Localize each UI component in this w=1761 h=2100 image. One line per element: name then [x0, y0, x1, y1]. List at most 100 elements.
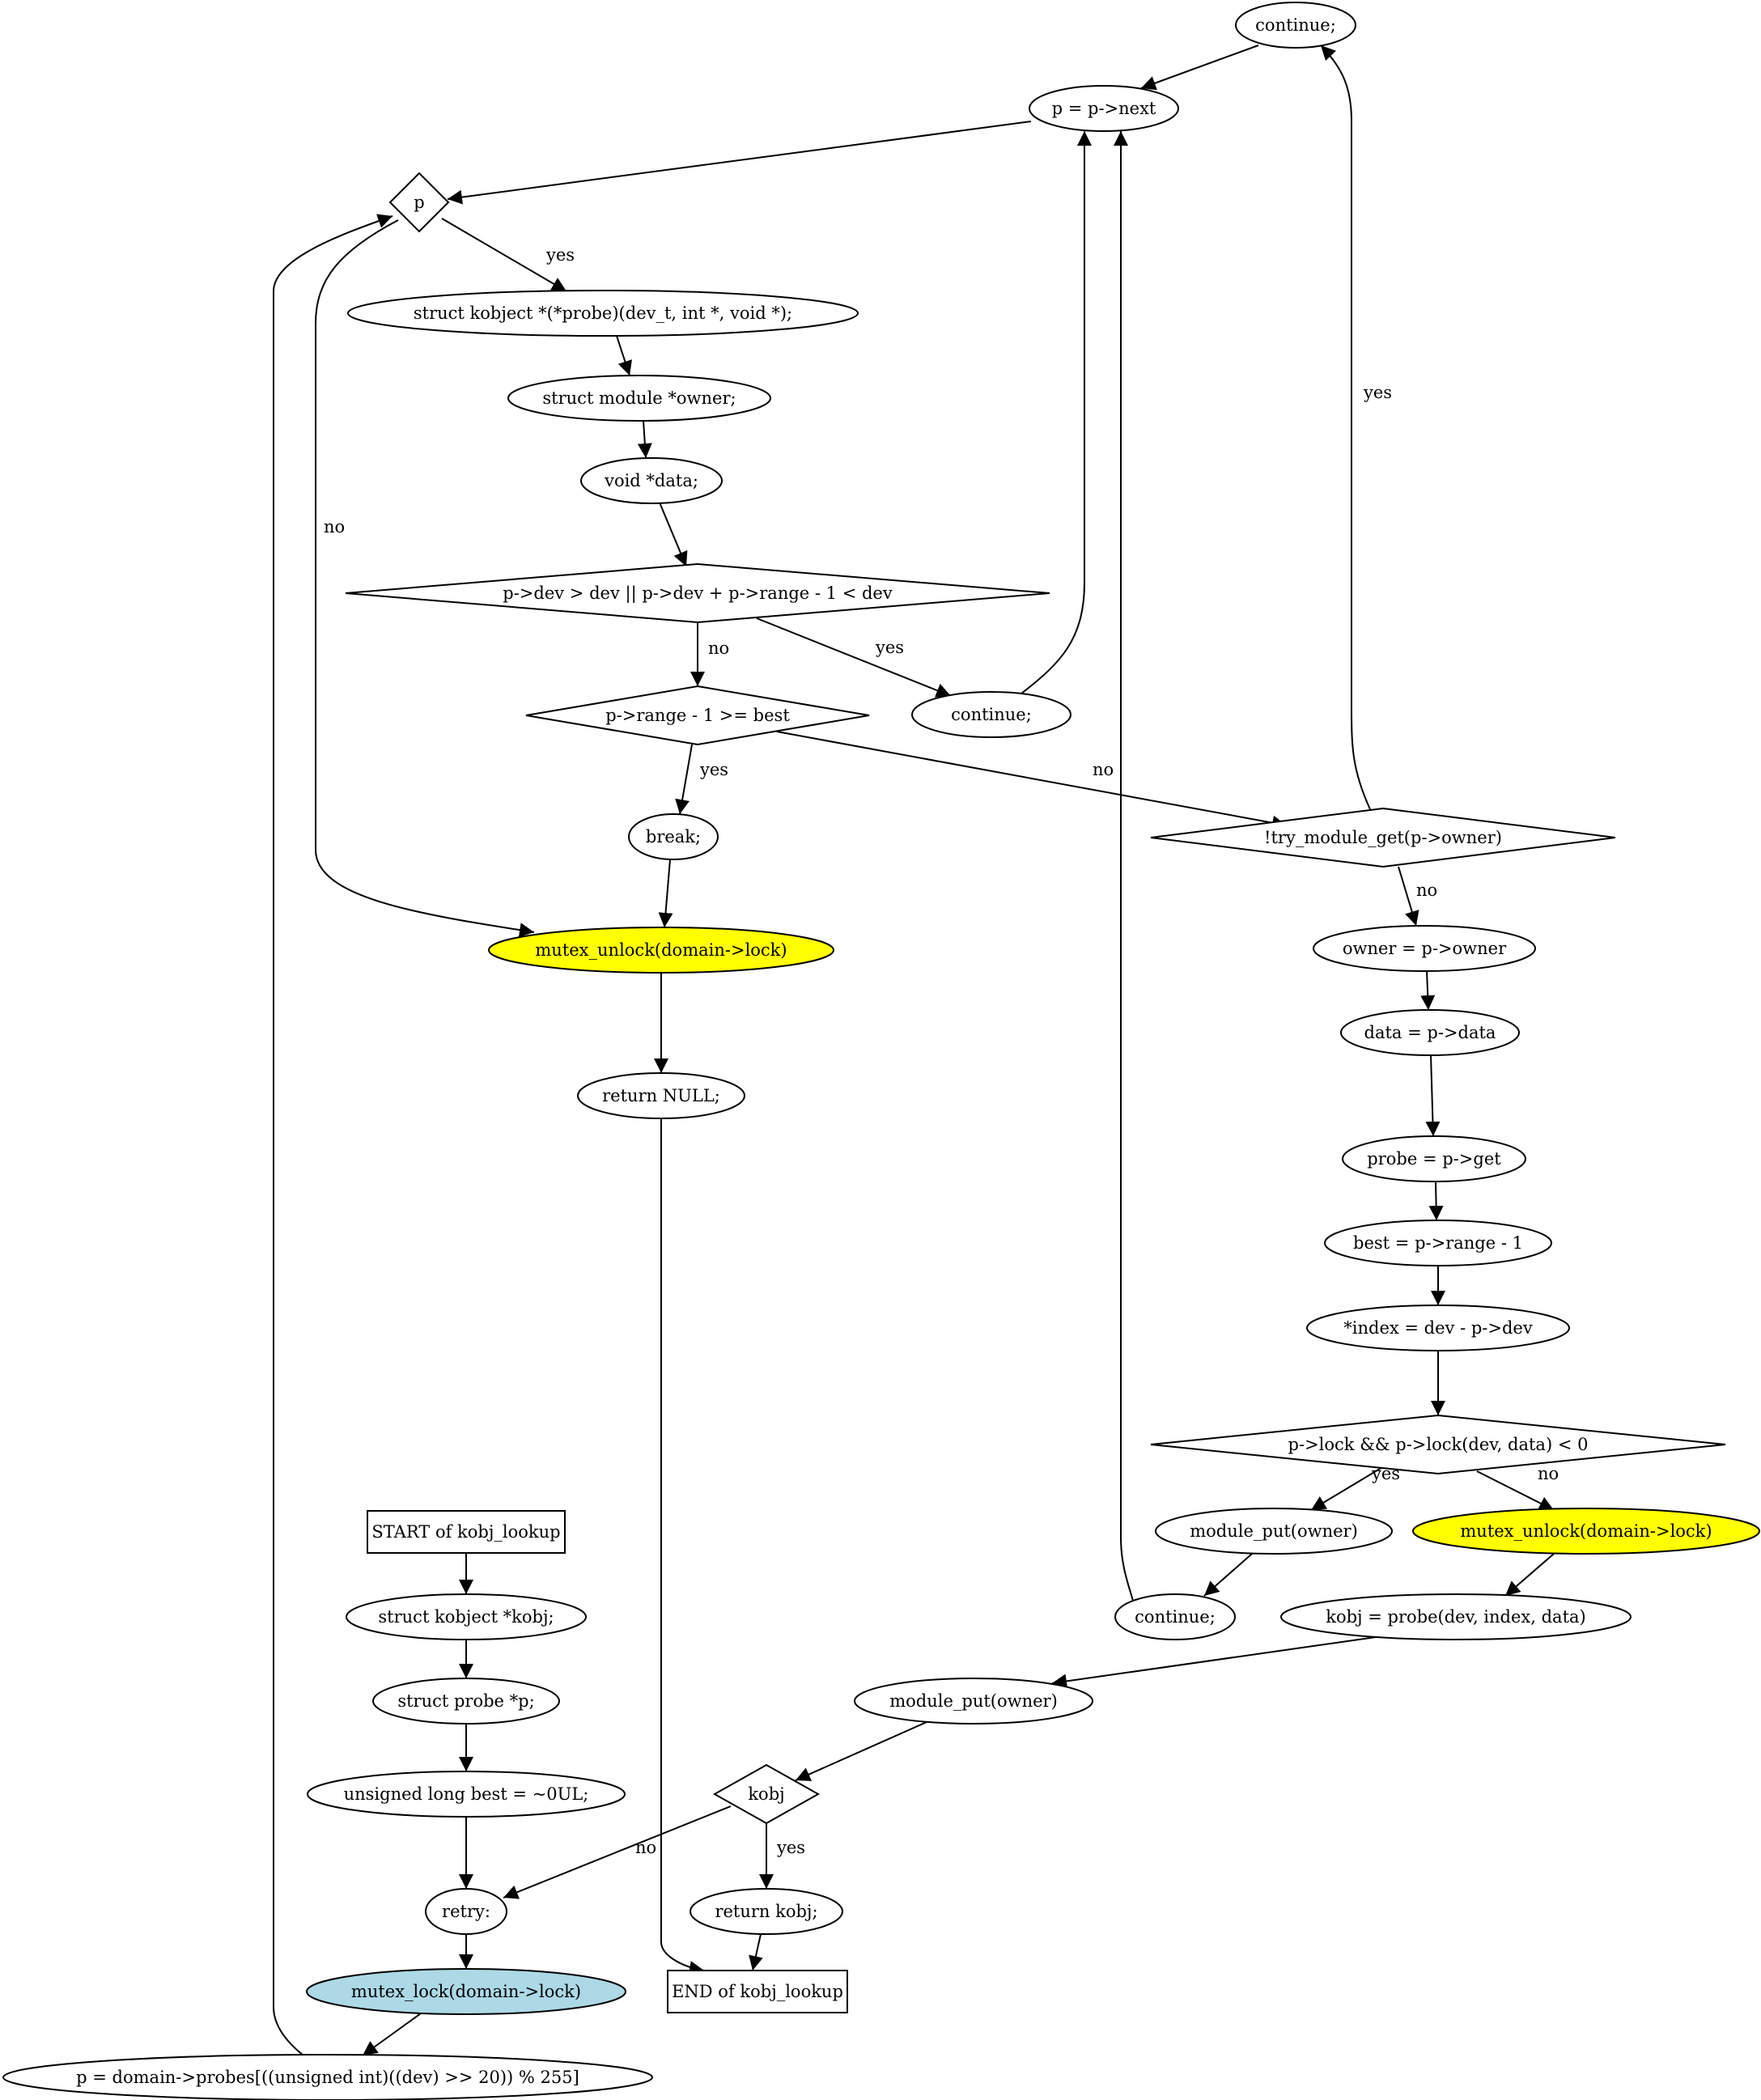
- continue2-label: continue;: [1135, 1607, 1216, 1627]
- decl_owner-label: struct module *owner;: [542, 388, 736, 408]
- edge-label-no: no: [324, 517, 345, 537]
- node-owner_assign: owner = p->owner: [1313, 925, 1536, 972]
- edge-module_put2-to-kobj_cond: [795, 1721, 927, 1781]
- edge-lock_cond-to-unlock2: [1476, 1470, 1555, 1511]
- retry-ellipse: [425, 1888, 507, 1935]
- edge-lock-to-p_init: [362, 2013, 422, 2056]
- node-module_put2: module_put(owner): [854, 1678, 1093, 1725]
- node-kobj_cond: kobj: [712, 1763, 821, 1825]
- node-p_next: p = p->next: [1029, 85, 1179, 132]
- lock-label: mutex_lock(domain->lock): [351, 1982, 581, 2001]
- unlock2-ellipse: [1412, 1508, 1760, 1555]
- module_put2-ellipse: [854, 1678, 1093, 1725]
- edge-return_null-to-end: [660, 1118, 705, 1975]
- edge-owner_assign-to-data_assign: [1420, 970, 1436, 1011]
- edge-label-yes: yes: [875, 638, 904, 657]
- edge-label-no: no: [708, 638, 729, 658]
- node-probe_assign: probe = p->get: [1342, 1135, 1526, 1182]
- kobj_probe-label: kobj = probe(dev, index, data): [1326, 1607, 1585, 1627]
- best_assign-ellipse: [1324, 1220, 1552, 1266]
- decl_best-label: unsigned long best = ~0UL;: [344, 1784, 589, 1804]
- edge-best_cond-to-try_cond: [776, 731, 1288, 830]
- index_assign-label: *index = dev - p->dev: [1343, 1318, 1533, 1338]
- module_put1-label: module_put(owner): [1190, 1521, 1358, 1541]
- edge-decl_probe-to-decl_owner: [616, 335, 632, 376]
- decl_p-label: struct probe *p;: [397, 1691, 534, 1711]
- best_assign-label: best = p->range - 1: [1353, 1233, 1523, 1253]
- edge-lock_cond-to-module_put1: [1310, 1466, 1385, 1511]
- end-label: END of kobj_lookup: [672, 1982, 843, 2001]
- edge-decl_owner-to-decl_data: [637, 420, 652, 459]
- end-box: [667, 1970, 848, 2013]
- range_cond-label: p->dev > dev || p->dev + p->range - 1 < …: [503, 583, 893, 604]
- decl_kobj-label: struct kobject *kobj;: [378, 1607, 554, 1627]
- node-kobj_probe: kobj = probe(dev, index, data): [1280, 1593, 1632, 1640]
- edge-label-yes: yes: [545, 245, 575, 265]
- owner_assign-ellipse: [1313, 925, 1536, 972]
- decl_data-ellipse: [580, 457, 723, 504]
- probe_assign-label: probe = p->get: [1367, 1149, 1501, 1169]
- return_null-ellipse: [577, 1072, 745, 1119]
- node-continue2: continue;: [1114, 1593, 1236, 1640]
- edge-best_cond-to-break: [675, 744, 693, 815]
- data_assign-label: data = p->data: [1364, 1023, 1496, 1042]
- edge-return_kobj-to-end: [749, 1933, 763, 1971]
- edge-p_next-to-p_cond: [447, 121, 1032, 205]
- decl_owner-ellipse: [507, 375, 771, 422]
- decl_best-ellipse: [307, 1771, 626, 1818]
- edge-continue1-to-p_next: [1021, 131, 1092, 694]
- edge-label-no: no: [1416, 880, 1437, 900]
- node-decl_best: unsigned long best = ~0UL;: [307, 1771, 626, 1818]
- unlock1-label: mutex_unlock(domain->lock): [535, 940, 787, 960]
- node-decl_owner: struct module *owner;: [507, 375, 771, 422]
- edge-label-no: no: [635, 1838, 656, 1857]
- break-label: break;: [646, 827, 701, 846]
- edge-p_cond-to-decl_probe: [441, 218, 567, 292]
- node-unlock2: mutex_unlock(domain->lock): [1412, 1508, 1760, 1555]
- start-label: START of kobj_lookup: [371, 1522, 560, 1542]
- lock-ellipse: [306, 1968, 626, 2015]
- node-decl_p: struct probe *p;: [372, 1678, 560, 1725]
- node-data_assign: data = p->data: [1340, 1009, 1520, 1056]
- node-continue_top: continue;: [1235, 2, 1356, 49]
- node-retry: retry:: [425, 1888, 507, 1935]
- edge-break-to-unlock1: [658, 859, 673, 928]
- lock_cond-label: p->lock && p->lock(dev, data) < 0: [1288, 1435, 1589, 1454]
- continue1-label: continue;: [951, 705, 1032, 724]
- lock_cond-diamond: [1150, 1414, 1726, 1475]
- node-lock: mutex_lock(domain->lock): [306, 1968, 626, 2015]
- edge-continue_top-to-p_next: [1140, 45, 1259, 91]
- node-range_cond: p->dev > dev || p->dev + p->range - 1 < …: [345, 562, 1050, 624]
- node-start: START of kobj_lookup: [367, 1510, 566, 1554]
- edge-label-yes: yes: [1363, 383, 1392, 402]
- decl_kobj-ellipse: [346, 1593, 587, 1640]
- edge-module_put1-to-continue2: [1203, 1553, 1253, 1597]
- edge-kobj_probe-to-module_put2: [1051, 1636, 1377, 1689]
- edge-label-yes: yes: [1371, 1464, 1400, 1483]
- node-p_init: p = domain->probes[((unsigned int)((dev)…: [2, 2054, 653, 2100]
- node-best_cond: p->range - 1 >= best: [525, 685, 870, 746]
- node-module_put1: module_put(owner): [1155, 1508, 1393, 1555]
- node-decl_data: void *data;: [580, 457, 723, 504]
- edge-label-yes: yes: [699, 760, 728, 779]
- node-continue1: continue;: [911, 691, 1071, 738]
- edge-p_init-to-p_cond: [273, 214, 393, 2056]
- node-best_assign: best = p->range - 1: [1324, 1220, 1552, 1266]
- unlock1-ellipse: [488, 927, 834, 974]
- edge-kobj_cond-to-retry: [503, 1805, 732, 1899]
- node-lock_cond: p->lock && p->lock(dev, data) < 0: [1150, 1414, 1726, 1475]
- continue_top-ellipse: [1235, 2, 1356, 49]
- index_assign-ellipse: [1306, 1305, 1570, 1351]
- p_cond-label: p: [414, 193, 424, 212]
- best_cond-label: p->range - 1 >= best: [605, 706, 790, 725]
- retry-label: retry:: [442, 1902, 490, 1921]
- module_put2-label: module_put(owner): [889, 1691, 1058, 1711]
- decl_probe-label: struct kobject *(*probe)(dev_t, int *, v…: [414, 303, 792, 323]
- edges: [273, 45, 1555, 2056]
- node-end: END of kobj_lookup: [667, 1970, 848, 2013]
- return_kobj-ellipse: [690, 1888, 843, 1935]
- node-unlock1: mutex_unlock(domain->lock): [488, 927, 834, 974]
- edge-try_cond-to-continue_top: [1320, 45, 1371, 810]
- edge-data_assign-to-probe_assign: [1425, 1054, 1441, 1137]
